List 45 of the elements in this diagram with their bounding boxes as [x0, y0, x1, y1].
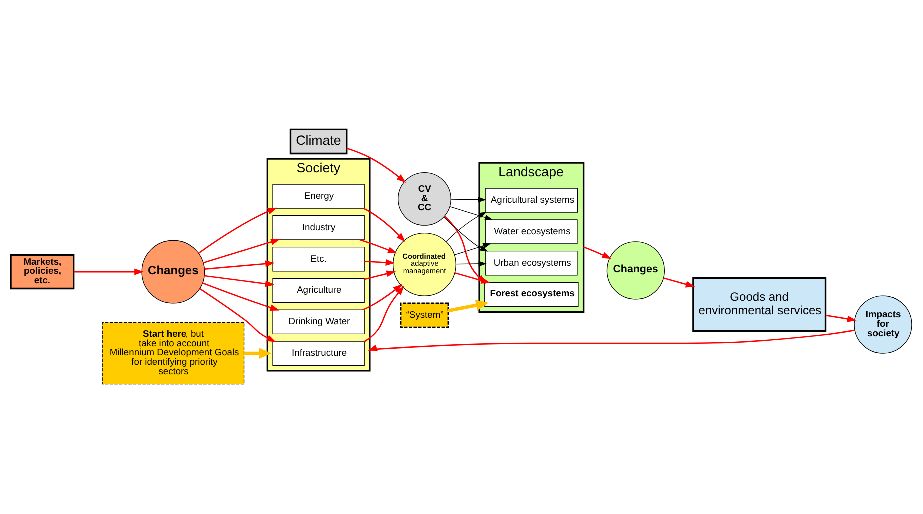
arrow	[360, 239, 398, 254]
node-circle: CV & CC	[398, 172, 452, 226]
node-box: Agriculture	[272, 278, 365, 304]
arrow	[368, 330, 856, 352]
arrow	[364, 286, 404, 342]
arrow	[446, 212, 488, 242]
arrow	[202, 282, 280, 311]
node-box: Agricultural systems	[485, 188, 578, 213]
node-box: Urban ecosystems	[486, 250, 578, 276]
arrow	[826, 314, 857, 322]
arrow	[203, 239, 280, 264]
node-box: Forest ecosystems	[484, 282, 579, 308]
node-box: Water ecosystems	[486, 220, 578, 244]
arrow	[364, 270, 396, 280]
arrow	[244, 348, 272, 360]
node-box: Markets, policies, etc.	[10, 254, 75, 290]
arrow	[444, 217, 488, 252]
node-box: Infrastructure	[272, 341, 365, 366]
arrow	[664, 278, 696, 288]
node-box: Goods and environmental services	[692, 278, 827, 332]
arrow	[450, 206, 494, 220]
node-box: Climate	[290, 128, 348, 155]
arrow	[362, 284, 403, 311]
node-circle: Impacts for society	[854, 296, 912, 354]
arrow	[204, 275, 275, 288]
node-circle: Changes	[606, 242, 666, 300]
arrow	[204, 260, 275, 270]
node-box: Start here, but take into account Millennium Development Goals for identifying priority sectors	[102, 322, 245, 385]
arrow	[363, 208, 406, 242]
arrow	[346, 148, 406, 183]
arrow	[454, 243, 492, 256]
node-circle: Changes	[142, 240, 206, 304]
arrow	[456, 261, 487, 267]
arrow	[450, 197, 486, 203]
node-box: Industry	[272, 216, 365, 240]
arrow	[200, 288, 276, 342]
node-box: “System”	[400, 302, 450, 328]
arrow	[448, 300, 489, 313]
arrow	[364, 259, 396, 266]
node-box: Etc.	[272, 246, 365, 272]
arrow	[584, 246, 612, 260]
arrow	[198, 208, 278, 254]
node-box: Drinking Water	[272, 310, 365, 335]
node-box: Energy	[272, 184, 365, 209]
arrow	[74, 268, 144, 276]
